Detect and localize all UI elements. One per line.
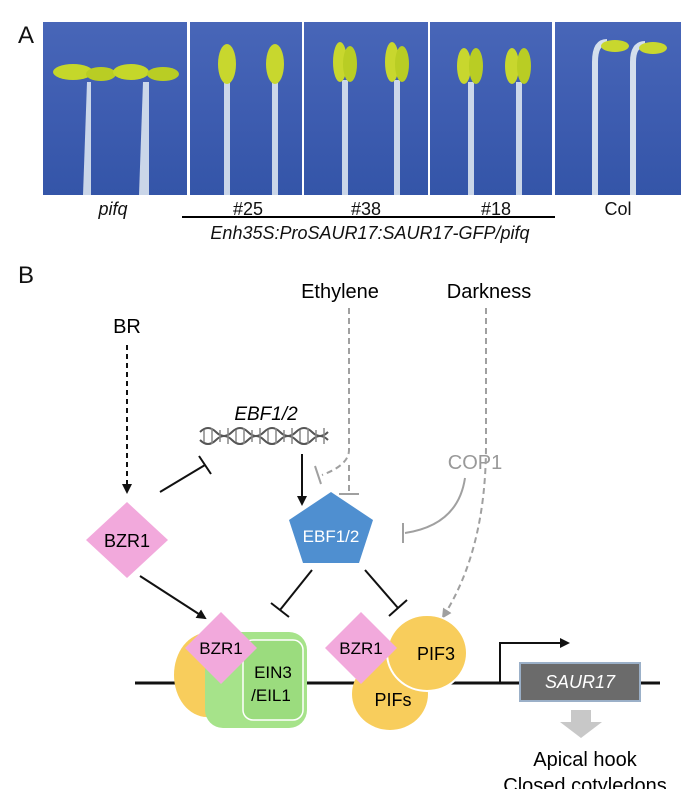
- bzr1-complex-right-node: [325, 612, 397, 684]
- output-closed-cotyledons: Closed cotyledons: [503, 775, 666, 789]
- ein3-label: EIN3: [254, 663, 292, 682]
- ethylene-inhibits-ebf-gene: [321, 308, 350, 476]
- inhibition-bar: [388, 599, 408, 617]
- saur17-gene-box: [519, 662, 641, 702]
- ebf-inhibits-pif3: [364, 569, 399, 609]
- seedling-photo-38: [304, 22, 428, 195]
- darkness-label: Darkness: [447, 281, 531, 303]
- panel-letter-b: B: [18, 262, 35, 289]
- seedling-photo-18: [430, 22, 552, 195]
- ethylene-label: Ethylene: [301, 281, 379, 303]
- pifs-label: PIFs: [374, 690, 411, 710]
- bzr1-label: BZR1: [104, 531, 150, 551]
- genotype-label-25: #25: [232, 199, 264, 219]
- ebf-protein-label: EBF1/2: [303, 527, 360, 546]
- genotype-label-pifq: pifq: [98, 199, 128, 219]
- bzr1-to-complex-arrow: [139, 575, 207, 620]
- ebf-protein-node: [289, 492, 373, 563]
- cop1-inhibits-ebf: [404, 477, 466, 534]
- eil1-label: /EIL1: [251, 686, 291, 705]
- genotype-label-col: Col: [604, 199, 632, 219]
- output-arrow-icon: [560, 710, 602, 738]
- inhibition-bar: [198, 455, 212, 475]
- panel-letter-a: A: [18, 22, 35, 49]
- bzr1-complex-left-node: [185, 612, 257, 684]
- inhibition-bar: [270, 602, 290, 618]
- cop1-label: COP1: [448, 452, 502, 474]
- bzr1-inhibits-ebf-gene: [159, 464, 206, 493]
- signaling-pathway-diagram: BR Ethylene Darkness EBF1/2 COP1 BZR1: [86, 281, 667, 789]
- output-apical-hook: Apical hook: [533, 749, 637, 771]
- inhibition-bar: [314, 465, 322, 485]
- bzr1-complex-left-label: BZR1: [199, 639, 242, 658]
- saur17-label: SAUR17: [545, 672, 616, 692]
- br-label: BR: [113, 316, 141, 338]
- pif3-label: PIF3: [417, 644, 455, 664]
- transgenic-lines-bracket: [182, 216, 555, 218]
- darkness-to-pif3-arrow: [441, 308, 487, 619]
- ebf-inhibits-ein3: [279, 569, 313, 611]
- genotype-label-18: #18: [480, 199, 512, 219]
- transcription-start-arrow: [499, 638, 570, 683]
- ein3-inner-box: [242, 639, 304, 721]
- bzr1-node: [86, 502, 168, 578]
- seedling-photo-pifq: [43, 22, 187, 195]
- ebf-gene-label: EBF1/2: [234, 404, 298, 425]
- seedling-photo-25: [190, 22, 302, 195]
- genotype-label-38: #38: [350, 199, 382, 219]
- construct-label: Enh35S:ProSAUR17:SAUR17-GFP/pifq: [210, 223, 530, 243]
- seedling-photo-col: [555, 22, 681, 195]
- bzr1-complex-right-label: BZR1: [339, 639, 382, 658]
- dna-helix-icon: [199, 427, 329, 445]
